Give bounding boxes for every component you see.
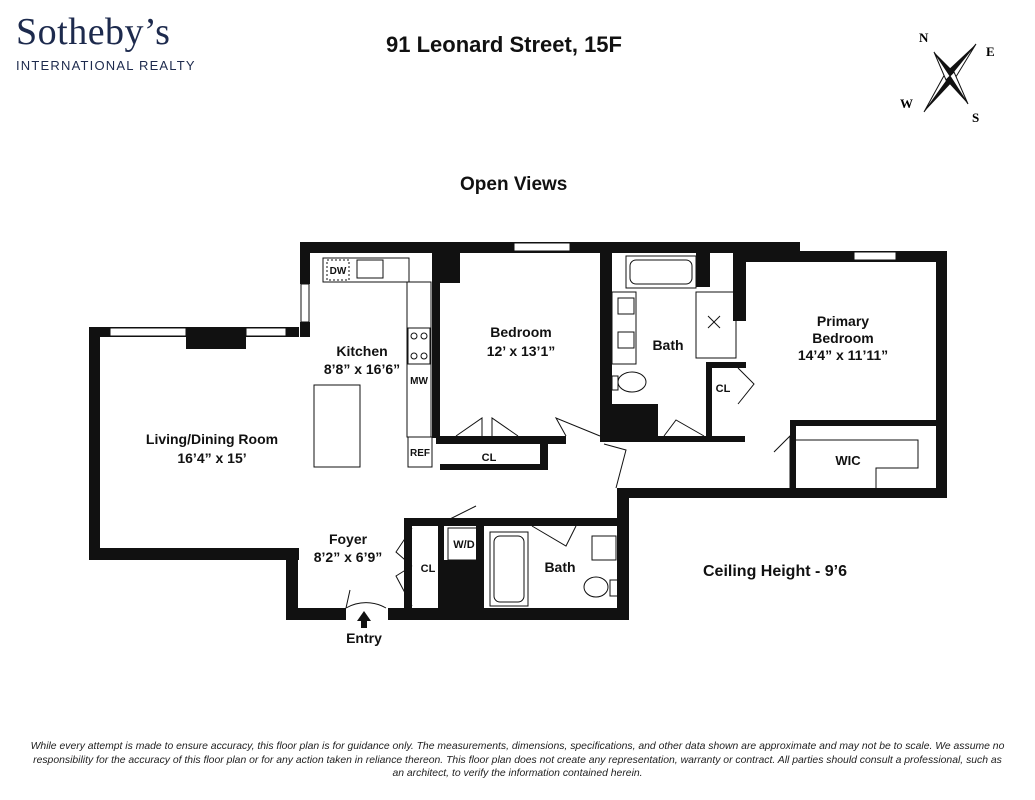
room-labels: Living/Dining Room 16’4” x 15’ Kitchen 8… [146,313,888,646]
doors [345,367,791,609]
brand-name: Sotheby’s [16,11,171,53]
kitchen-name: Kitchen [336,343,387,359]
foyer-closet-label: CL [421,563,436,575]
entry-label: Entry [346,630,382,646]
ref-label: REF [410,448,430,459]
brand-subtitle: INTERNATIONAL REALTY [16,58,196,73]
compass-w: W [900,96,913,111]
bedroom-dims: 12’ x 13’1” [487,343,556,359]
primary-name-line1: Primary [817,313,869,329]
ceiling-height-label: Ceiling Height - 9’6 [703,563,848,580]
brand-logo: Sotheby’s INTERNATIONAL REALTY [16,12,196,73]
page-title: 91 Leonard Street, 15F [386,32,622,57]
compass-n: N [919,30,929,45]
primary-dims: 14’4” x 11’11” [798,347,888,363]
compass-e: E [986,44,995,59]
fixture-labels: DW MW REF CL CL CL W/D [330,266,731,575]
dw-label: DW [330,266,347,277]
bedroom-name: Bedroom [490,324,551,340]
compass-s: S [972,110,979,125]
bedroom-closet-label: CL [482,452,497,464]
wic-name: WIC [835,453,861,468]
views-label: Open Views [460,174,568,195]
primary-closet-label: CL [716,383,731,395]
mw-label: MW [410,376,428,387]
bath1-name: Bath [652,337,683,353]
foyer-dims: 8’2” x 6’9” [314,549,383,565]
entry-arrow-icon [357,611,371,628]
living-room-dims: 16’4” x 15’ [177,450,246,466]
kitchen-dims: 8’8” x 16’6” [324,361,400,377]
interior-walls [404,362,940,608]
kitchen-counters [313,257,433,468]
compass-icon: N E S W [900,30,995,125]
wd-label: W/D [453,539,474,551]
bath-fixtures [447,255,919,607]
disclaimer-text: While every attempt is made to ensure ac… [30,741,1005,779]
windows [109,242,897,337]
foyer-name: Foyer [329,531,368,547]
living-room-name: Living/Dining Room [146,431,278,447]
primary-name-line2: Bedroom [812,330,873,346]
bath2-name: Bath [544,559,575,575]
